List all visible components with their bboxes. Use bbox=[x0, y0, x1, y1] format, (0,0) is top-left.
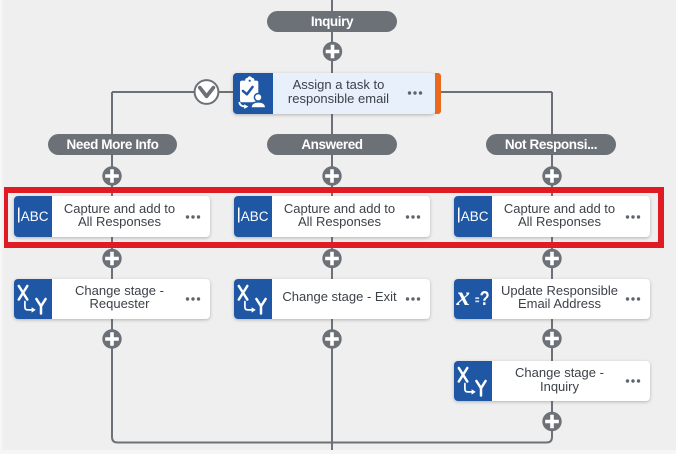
svg-text:ABC: ABC bbox=[241, 209, 269, 224]
svg-text:ABC: ABC bbox=[21, 209, 49, 224]
svg-text:?: ? bbox=[480, 286, 490, 309]
svg-text:ABC: ABC bbox=[461, 209, 489, 224]
svg-text:x: x bbox=[456, 281, 471, 311]
